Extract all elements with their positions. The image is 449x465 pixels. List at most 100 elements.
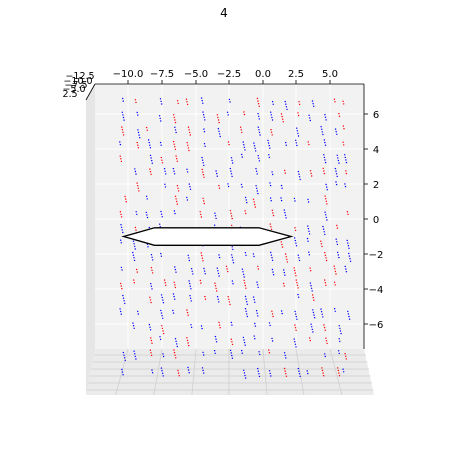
- data-point: [285, 375, 288, 377]
- data-point: [257, 126, 259, 128]
- data-point: [135, 358, 137, 360]
- data-point: [283, 367, 286, 370]
- data-point: [134, 353, 136, 355]
- data-point: [344, 154, 346, 156]
- data-point: [344, 183, 346, 185]
- data-point: [324, 144, 327, 146]
- data-point: [324, 233, 326, 236]
- data-point: [323, 324, 325, 326]
- data-point: [134, 355, 136, 358]
- data-point: [173, 143, 175, 145]
- data-point: [122, 116, 125, 119]
- data-point: [173, 351, 176, 354]
- data-point: [281, 115, 283, 118]
- floor-grid-line: [329, 348, 343, 396]
- data-point: [121, 229, 123, 231]
- data-point: [231, 280, 234, 282]
- data-point: [188, 129, 190, 131]
- data-point: [311, 290, 313, 292]
- data-point: [242, 271, 244, 273]
- data-point: [281, 312, 283, 315]
- data-point: [187, 126, 190, 128]
- data-point: [307, 228, 310, 230]
- data-point: [298, 373, 301, 375]
- data-point: [204, 145, 206, 147]
- data-point: [218, 324, 221, 326]
- data-point: [270, 200, 272, 202]
- data-point: [253, 142, 255, 144]
- data-point: [135, 229, 137, 231]
- y-tick-label: 0: [373, 215, 379, 226]
- x-tick-label: −5.0: [184, 69, 208, 80]
- data-point: [162, 355, 165, 358]
- data-point: [345, 268, 347, 270]
- data-point: [284, 274, 286, 276]
- data-point: [297, 296, 300, 298]
- data-point: [324, 355, 326, 358]
- data-point: [218, 184, 220, 187]
- data-point: [258, 373, 260, 375]
- data-point: [133, 282, 135, 284]
- data-point: [216, 296, 219, 298]
- data-point: [283, 269, 285, 271]
- data-point: [176, 203, 178, 205]
- data-point: [243, 369, 245, 371]
- data-point: [242, 336, 245, 339]
- data-point: [285, 256, 287, 258]
- data-point: [298, 176, 301, 178]
- data-point: [271, 134, 273, 136]
- data-point: [255, 170, 258, 172]
- data-point: [338, 115, 341, 118]
- data-point: [186, 103, 189, 106]
- data-point: [151, 272, 154, 274]
- data-point: [162, 353, 164, 355]
- data-point: [122, 114, 124, 116]
- data-point: [254, 338, 256, 340]
- data-point: [162, 330, 164, 332]
- data-point: [333, 308, 336, 310]
- data-point: [199, 279, 201, 282]
- data-point: [218, 275, 220, 277]
- data-point: [297, 132, 299, 135]
- data-point: [268, 352, 271, 354]
- data-point: [139, 137, 141, 139]
- data-point: [245, 287, 247, 289]
- data-point: [186, 337, 188, 339]
- data-point: [282, 282, 285, 285]
- data-point: [257, 265, 259, 268]
- data-point: [161, 372, 164, 374]
- data-point: [310, 323, 312, 325]
- data-point: [177, 102, 179, 105]
- data-point: [258, 105, 260, 108]
- data-point: [137, 131, 140, 134]
- data-point: [121, 368, 123, 371]
- data-point: [124, 195, 126, 198]
- data-point: [165, 173, 167, 175]
- data-point: [133, 243, 135, 245]
- data-point: [324, 159, 326, 161]
- data-point: [227, 183, 229, 185]
- data-point: [309, 267, 311, 269]
- data-point: [253, 335, 255, 337]
- data-point: [335, 131, 337, 133]
- data-point: [219, 327, 221, 329]
- data-point: [269, 147, 271, 149]
- data-point: [218, 187, 221, 189]
- data-point: [308, 230, 310, 232]
- data-point: [173, 295, 175, 298]
- data-point: [336, 241, 338, 243]
- data-point: [177, 372, 180, 374]
- data-point: [346, 211, 349, 213]
- data-point: [151, 162, 153, 164]
- data-point: [320, 240, 322, 242]
- data-point: [137, 187, 139, 189]
- data-point: [203, 176, 205, 178]
- y-tick-label: 4: [373, 145, 379, 156]
- data-point: [284, 214, 287, 216]
- data-point: [203, 116, 205, 119]
- data-point: [135, 173, 137, 175]
- data-point: [175, 131, 177, 134]
- z-axis-line: [85, 83, 96, 101]
- data-point: [191, 270, 193, 272]
